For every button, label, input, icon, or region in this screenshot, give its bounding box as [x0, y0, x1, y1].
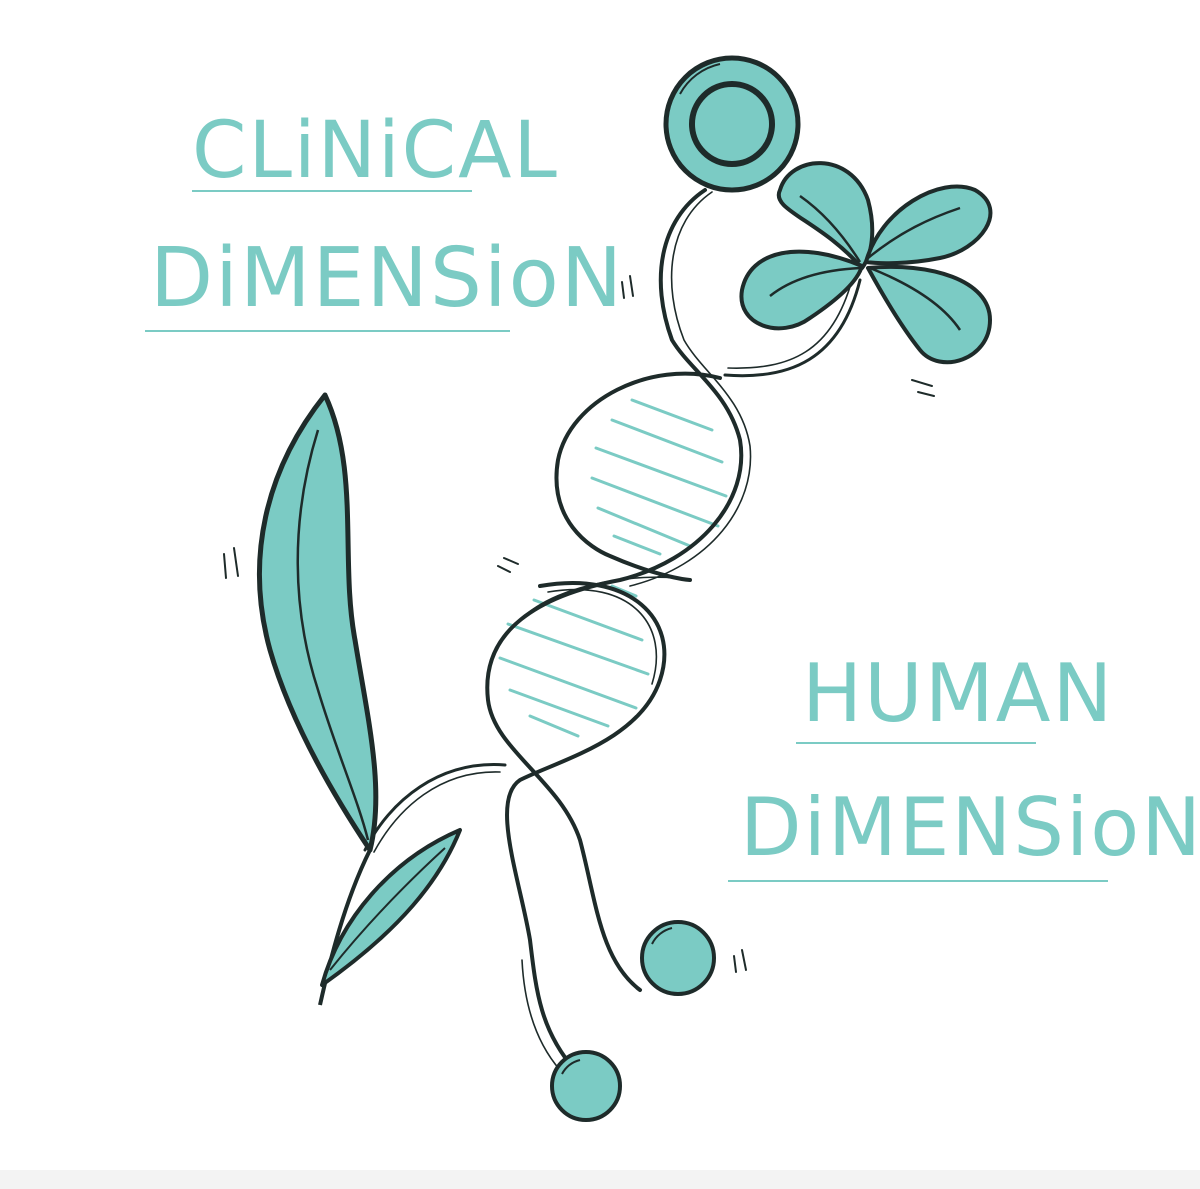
- dot-icon: [550, 1050, 622, 1122]
- clover-icon: [739, 161, 993, 365]
- human-title-line2: DiMENSioN: [740, 781, 1200, 874]
- dot-icon: [663, 55, 801, 193]
- leaf-plant-icon: [256, 392, 462, 1006]
- dot-icon: [640, 920, 716, 996]
- clinical-underline-1: [192, 190, 472, 192]
- clinical-underline-2: [145, 330, 510, 332]
- human-title-line1: HUMAN: [802, 647, 1115, 740]
- dna-helix-icon: [363, 188, 862, 1072]
- bottom-fade: [0, 1170, 1200, 1189]
- human-underline-2: [728, 880, 1108, 882]
- human-underline-1: [796, 742, 1036, 744]
- clinical-title-line2: DiMENSioN: [150, 231, 625, 326]
- clinical-title-line1: CLiNiCAL: [192, 106, 559, 196]
- motion-marks: [223, 275, 935, 973]
